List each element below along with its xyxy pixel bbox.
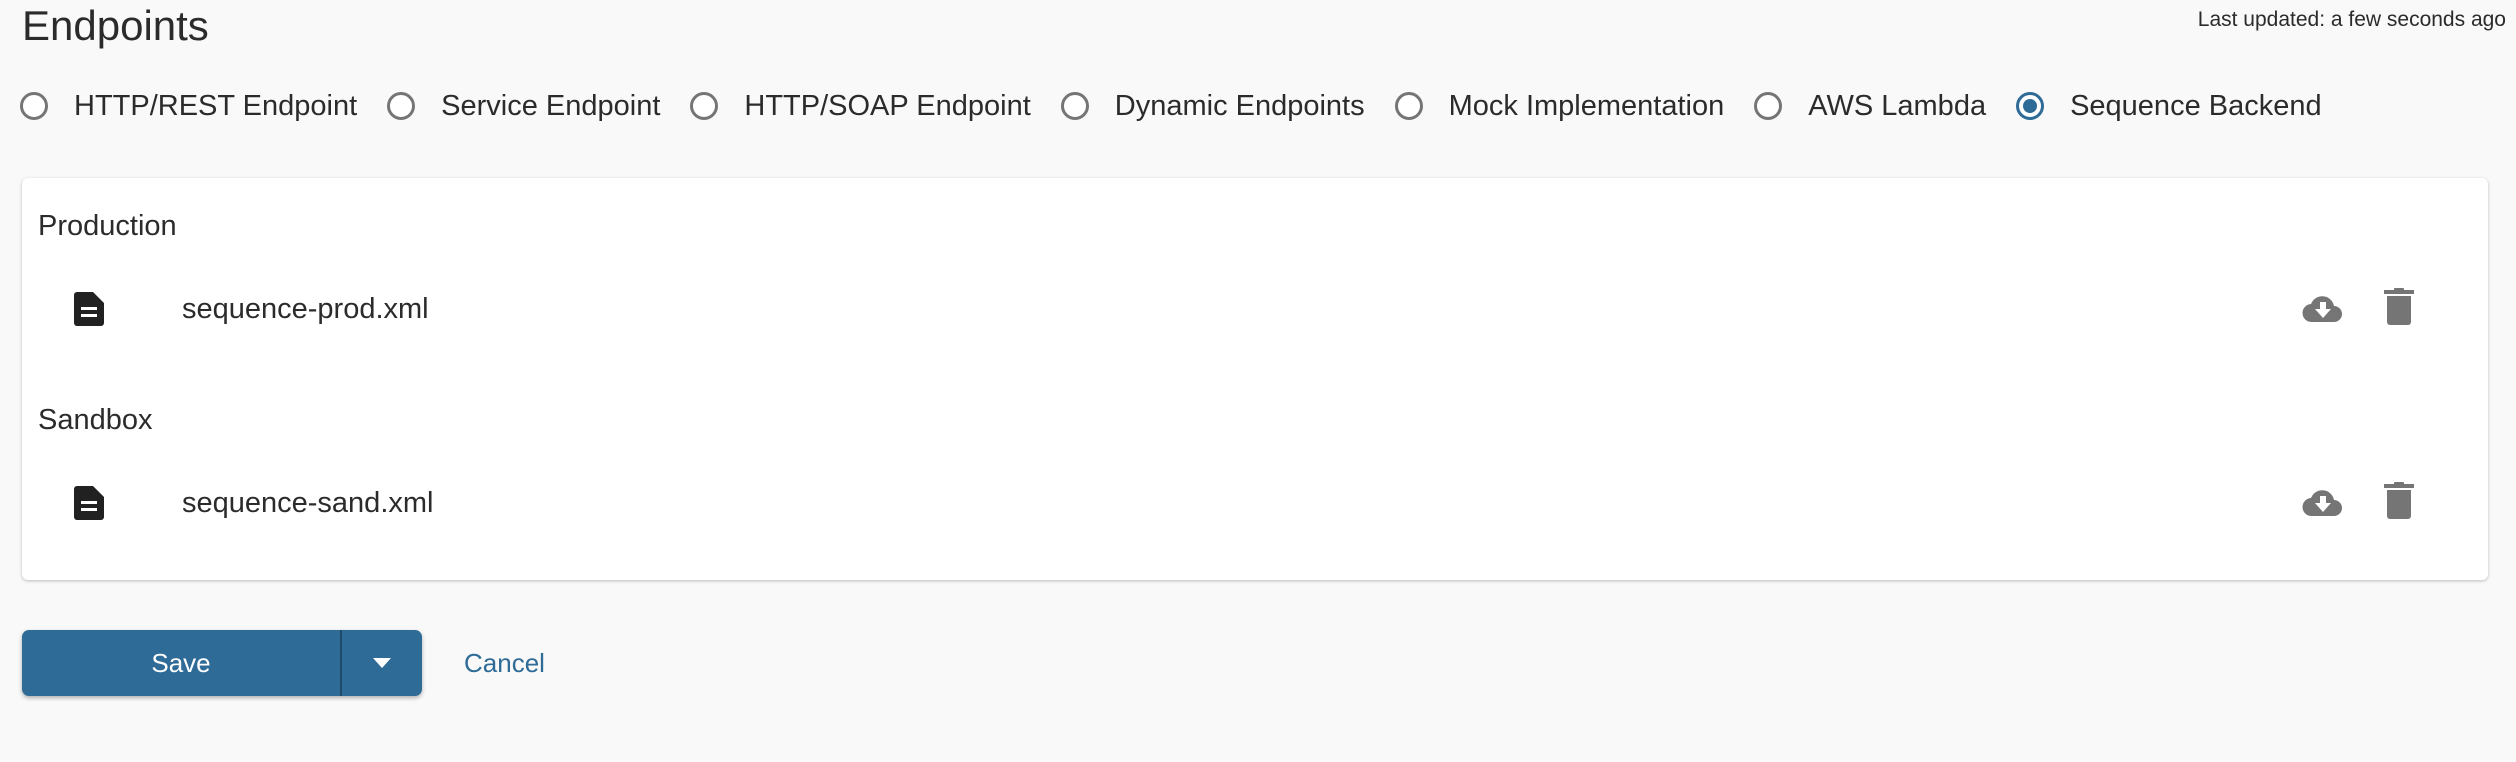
radio-label: Sequence Backend (2070, 89, 2322, 122)
sandbox-file-name[interactable]: sequence-sand.xml (182, 486, 434, 519)
file-icon (74, 292, 104, 326)
cloud-download-icon[interactable] (2302, 488, 2344, 518)
radio-http-soap-endpoint[interactable]: HTTP/SOAP Endpoint (690, 89, 1031, 123)
save-button[interactable]: Save (22, 630, 342, 696)
radio-service-endpoint[interactable]: Service Endpoint (387, 90, 660, 123)
production-file-row: sequence-prod.xml (22, 284, 2488, 334)
radio-label: Service Endpoint (441, 89, 661, 122)
endpoint-type-radio-group: HTTP/REST Endpoint Service Endpoint HTTP… (20, 86, 2352, 126)
radio-circle[interactable] (690, 92, 719, 120)
trash-icon[interactable] (2384, 288, 2414, 326)
last-updated-text: Last updated: a few seconds ago (2197, 8, 2506, 31)
radio-circle[interactable] (1754, 92, 1783, 120)
radio-http-rest-endpoint[interactable]: HTTP/REST Endpoint (20, 90, 357, 123)
sandbox-label: Sandbox (38, 404, 153, 436)
caret-down-icon (373, 658, 391, 668)
radio-label: Dynamic Endpoints (1114, 89, 1365, 122)
cloud-download-icon[interactable] (2302, 294, 2344, 324)
radio-circle[interactable] (1060, 92, 1089, 120)
radio-circle[interactable] (20, 92, 48, 120)
radio-label: AWS Lambda (1808, 89, 1987, 122)
sandbox-file-row: sequence-sand.xml (22, 478, 2488, 528)
radio-sequence-backend[interactable]: Sequence Backend (2016, 90, 2322, 123)
radio-circle[interactable] (1394, 92, 1423, 120)
radio-label: HTTP/REST Endpoint (74, 89, 358, 122)
cancel-link[interactable]: Cancel (464, 648, 545, 678)
sequence-backend-card: Production sequence-prod.xml Sandbox seq… (22, 178, 2488, 580)
radio-dynamic-endpoints[interactable]: Dynamic Endpoints (1060, 89, 1365, 123)
save-split-button: Save (22, 630, 422, 696)
page-title: Endpoints (22, 2, 209, 49)
radio-label: Mock Implementation (1448, 89, 1725, 122)
production-file-name[interactable]: sequence-prod.xml (182, 292, 429, 325)
radio-aws-lambda[interactable]: AWS Lambda (1754, 90, 1986, 123)
production-label: Production (38, 210, 177, 242)
radio-label: HTTP/SOAP Endpoint (744, 89, 1031, 122)
file-icon (74, 486, 104, 520)
radio-circle[interactable] (387, 92, 416, 120)
save-dropdown-button[interactable] (342, 630, 422, 696)
trash-icon[interactable] (2384, 482, 2414, 520)
radio-mock-implementation[interactable]: Mock Implementation (1394, 89, 1725, 123)
radio-circle-selected[interactable] (2016, 92, 2045, 120)
